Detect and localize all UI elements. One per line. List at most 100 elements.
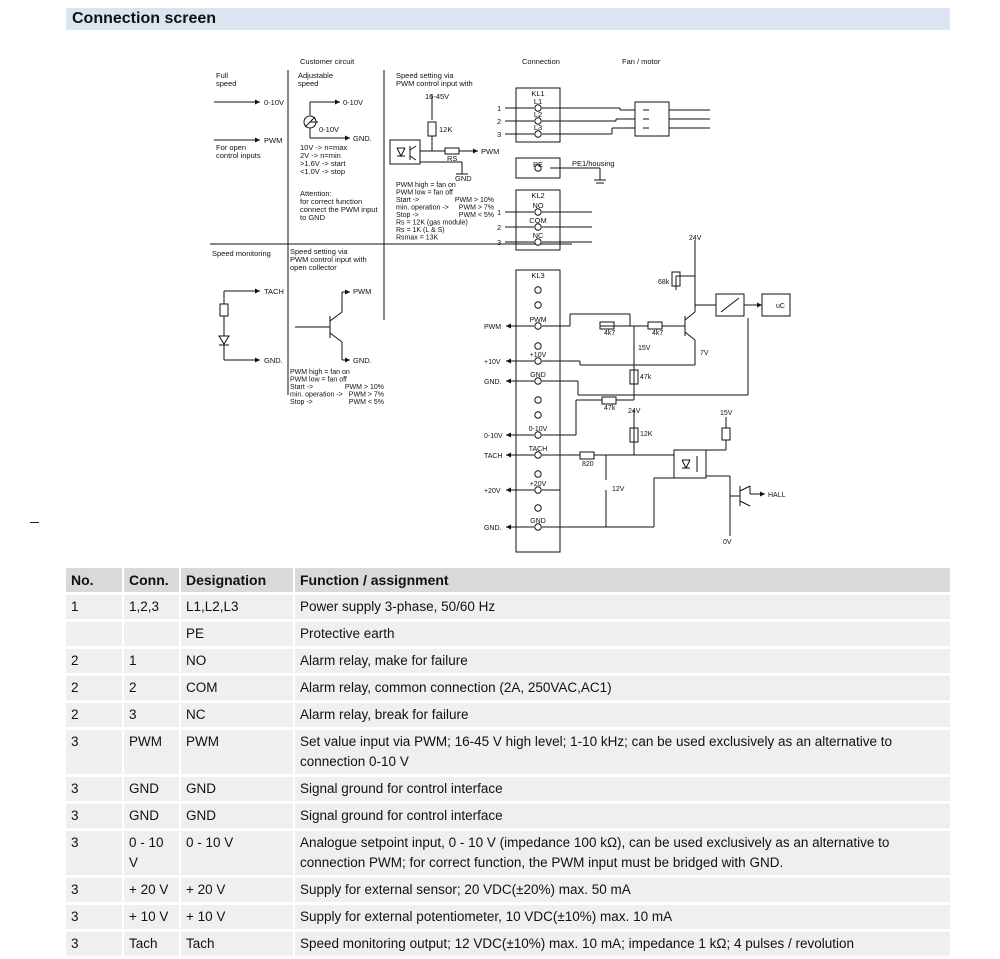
table-cell: 2 xyxy=(66,674,123,703)
diagram-label: KL3 xyxy=(531,271,544,280)
diagram-label: speed xyxy=(216,79,236,88)
microcontroller-box xyxy=(761,293,791,317)
terminal-pins xyxy=(534,104,542,531)
diagram-label: 0-10V xyxy=(319,125,339,134)
diagram-label: GND. xyxy=(264,356,283,365)
diagram-label: 7V xyxy=(700,350,709,357)
table-cell: + 10 V xyxy=(179,903,294,932)
table-header-0: No. xyxy=(66,568,123,595)
diagram-label: control inputs xyxy=(216,151,261,160)
diagram-label: PWM high = fan on xyxy=(396,182,456,189)
diagram-label: PWM low = fan off xyxy=(290,377,347,384)
terminal-pin xyxy=(534,431,542,439)
table-cell: GND xyxy=(122,775,180,804)
table-cell: PWM xyxy=(122,728,180,777)
diagram-label: Rs = 1K (L & S) xyxy=(396,227,445,234)
terminal-pin xyxy=(534,238,542,246)
diagram-label: Start -> xyxy=(290,384,313,391)
terminal-pin xyxy=(534,104,542,112)
table-cell: Speed monitoring output; 12 VDC(±10%) ma… xyxy=(293,930,950,959)
diagram-label: PE1/housing xyxy=(572,159,615,168)
diagram-label: to GND xyxy=(300,213,326,222)
table-cell: + 20 V xyxy=(179,876,294,905)
diagram-label: +10V xyxy=(530,352,547,359)
circuit-wires xyxy=(505,107,749,530)
diagram-label: Rs = 12K (gas module) xyxy=(396,220,468,227)
diagram-label: 12V xyxy=(612,486,625,493)
table-cell: Supply for external sensor; 20 VDC(±20%)… xyxy=(293,876,950,905)
diagram-label: TACH xyxy=(484,453,503,460)
terminal-pin xyxy=(534,130,542,138)
diagram-label: PWM > 7% xyxy=(349,392,384,399)
margin-mark xyxy=(30,522,39,523)
table-cell: 3 xyxy=(66,876,123,905)
table-cell: 3 xyxy=(66,930,123,959)
table-cell xyxy=(66,620,123,649)
diagram-label: HALL xyxy=(768,492,786,499)
diagram-label: PWM > 7% xyxy=(459,205,494,212)
table-cell: GND xyxy=(179,775,294,804)
terminal-blocks xyxy=(515,87,561,553)
diagram-label: PWM high = fan on xyxy=(290,369,350,376)
diagram-label: Rsmax = 13K xyxy=(396,235,439,242)
diagram-label: GND xyxy=(530,518,546,525)
table-cell: Set value input via PWM; 16-45 V high le… xyxy=(293,728,950,777)
diagram-label: L2 xyxy=(534,110,542,119)
terminal-pin xyxy=(534,396,542,404)
diagram-label: TACH xyxy=(529,446,548,453)
diagram-label: PWM > 10% xyxy=(345,384,384,391)
diagram-label: PWM xyxy=(484,324,501,331)
terminal-pin xyxy=(534,451,542,459)
diagram-label: GND. xyxy=(484,379,502,386)
diagram-label: NC xyxy=(533,231,544,240)
diagram-label: 4k7 xyxy=(604,330,615,337)
table-cell: 2 xyxy=(122,674,180,703)
terminal-pin xyxy=(534,377,542,385)
terminal-pin xyxy=(534,357,542,365)
terminal-pin xyxy=(534,342,542,350)
diagram-label: 24V xyxy=(689,235,702,242)
resistor xyxy=(629,369,639,385)
diagram-label: TACH xyxy=(264,287,284,296)
diagram-label: 12K xyxy=(439,125,452,134)
table-cell: Protective earth xyxy=(293,620,950,649)
table-cell: Alarm relay, make for failure xyxy=(293,647,950,676)
diagram-label: GND. xyxy=(353,356,372,365)
table-cell: Signal ground for control interface xyxy=(293,802,950,831)
table-cell: 1 xyxy=(66,593,123,622)
diagram-label: 1 xyxy=(497,208,501,217)
diagram-label: min. operation -> xyxy=(396,205,449,212)
diagram-label: 47k xyxy=(604,405,616,412)
diagram-label: 820 xyxy=(582,461,594,468)
terminal-pin xyxy=(534,223,542,231)
table-cell xyxy=(122,620,180,649)
table-header-3: Function / assignment xyxy=(293,568,950,595)
customer-circuit-title: Customer circuit xyxy=(300,57,355,66)
customer-circuit-panel xyxy=(210,70,572,395)
diagram-label: Stop -> xyxy=(290,399,313,406)
terminal-pin xyxy=(534,486,542,494)
table-cell: Analogue setpoint input, 0 - 10 V (imped… xyxy=(293,829,950,878)
diagram-label: KL1 xyxy=(531,89,544,98)
terminal-pin xyxy=(534,286,542,294)
diagram-label: 0V xyxy=(723,539,732,546)
diagram-label: 2V -> n=min xyxy=(300,151,341,160)
table-cell: 1 xyxy=(122,647,180,676)
connection-title: Connection xyxy=(522,57,560,66)
table-cell: GND xyxy=(179,802,294,831)
diagram-label: Full xyxy=(216,71,228,80)
table-cell: + 20 V xyxy=(122,876,180,905)
diagram-label: PWM xyxy=(529,317,546,324)
terminal-pin xyxy=(534,523,542,531)
table-cell: 2 xyxy=(66,701,123,730)
diagram-label: 15V xyxy=(720,410,733,417)
